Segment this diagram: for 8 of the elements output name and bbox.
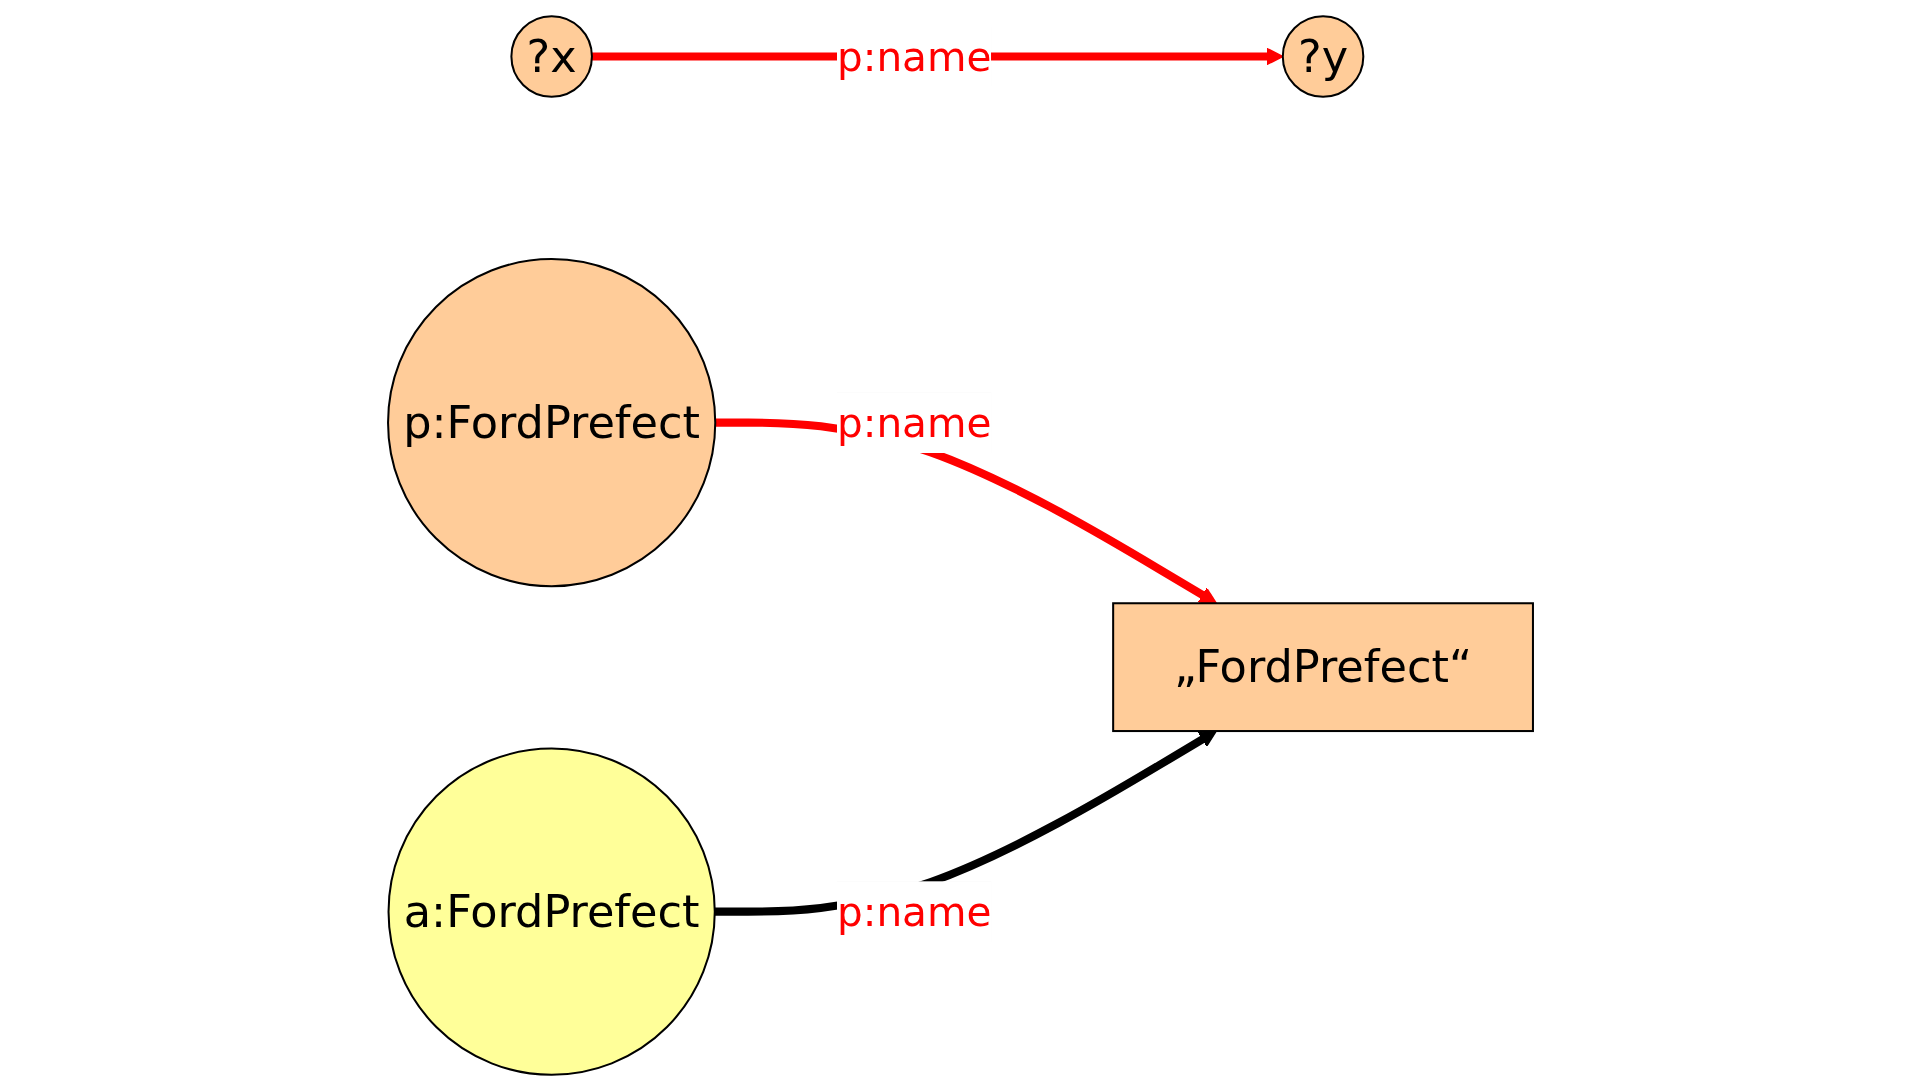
node-box: „FordPrefect“	[1112, 602, 1534, 733]
node-circle: ?y	[1281, 15, 1365, 98]
edge-label: p:name	[836, 32, 992, 81]
edge-label: p:name	[836, 887, 992, 936]
edge-label: p:name	[836, 398, 992, 447]
node-circle: p:FordPrefect	[387, 258, 717, 588]
node-circle: a:FordPrefect	[387, 747, 716, 1076]
node-circle: ?x	[510, 15, 593, 98]
